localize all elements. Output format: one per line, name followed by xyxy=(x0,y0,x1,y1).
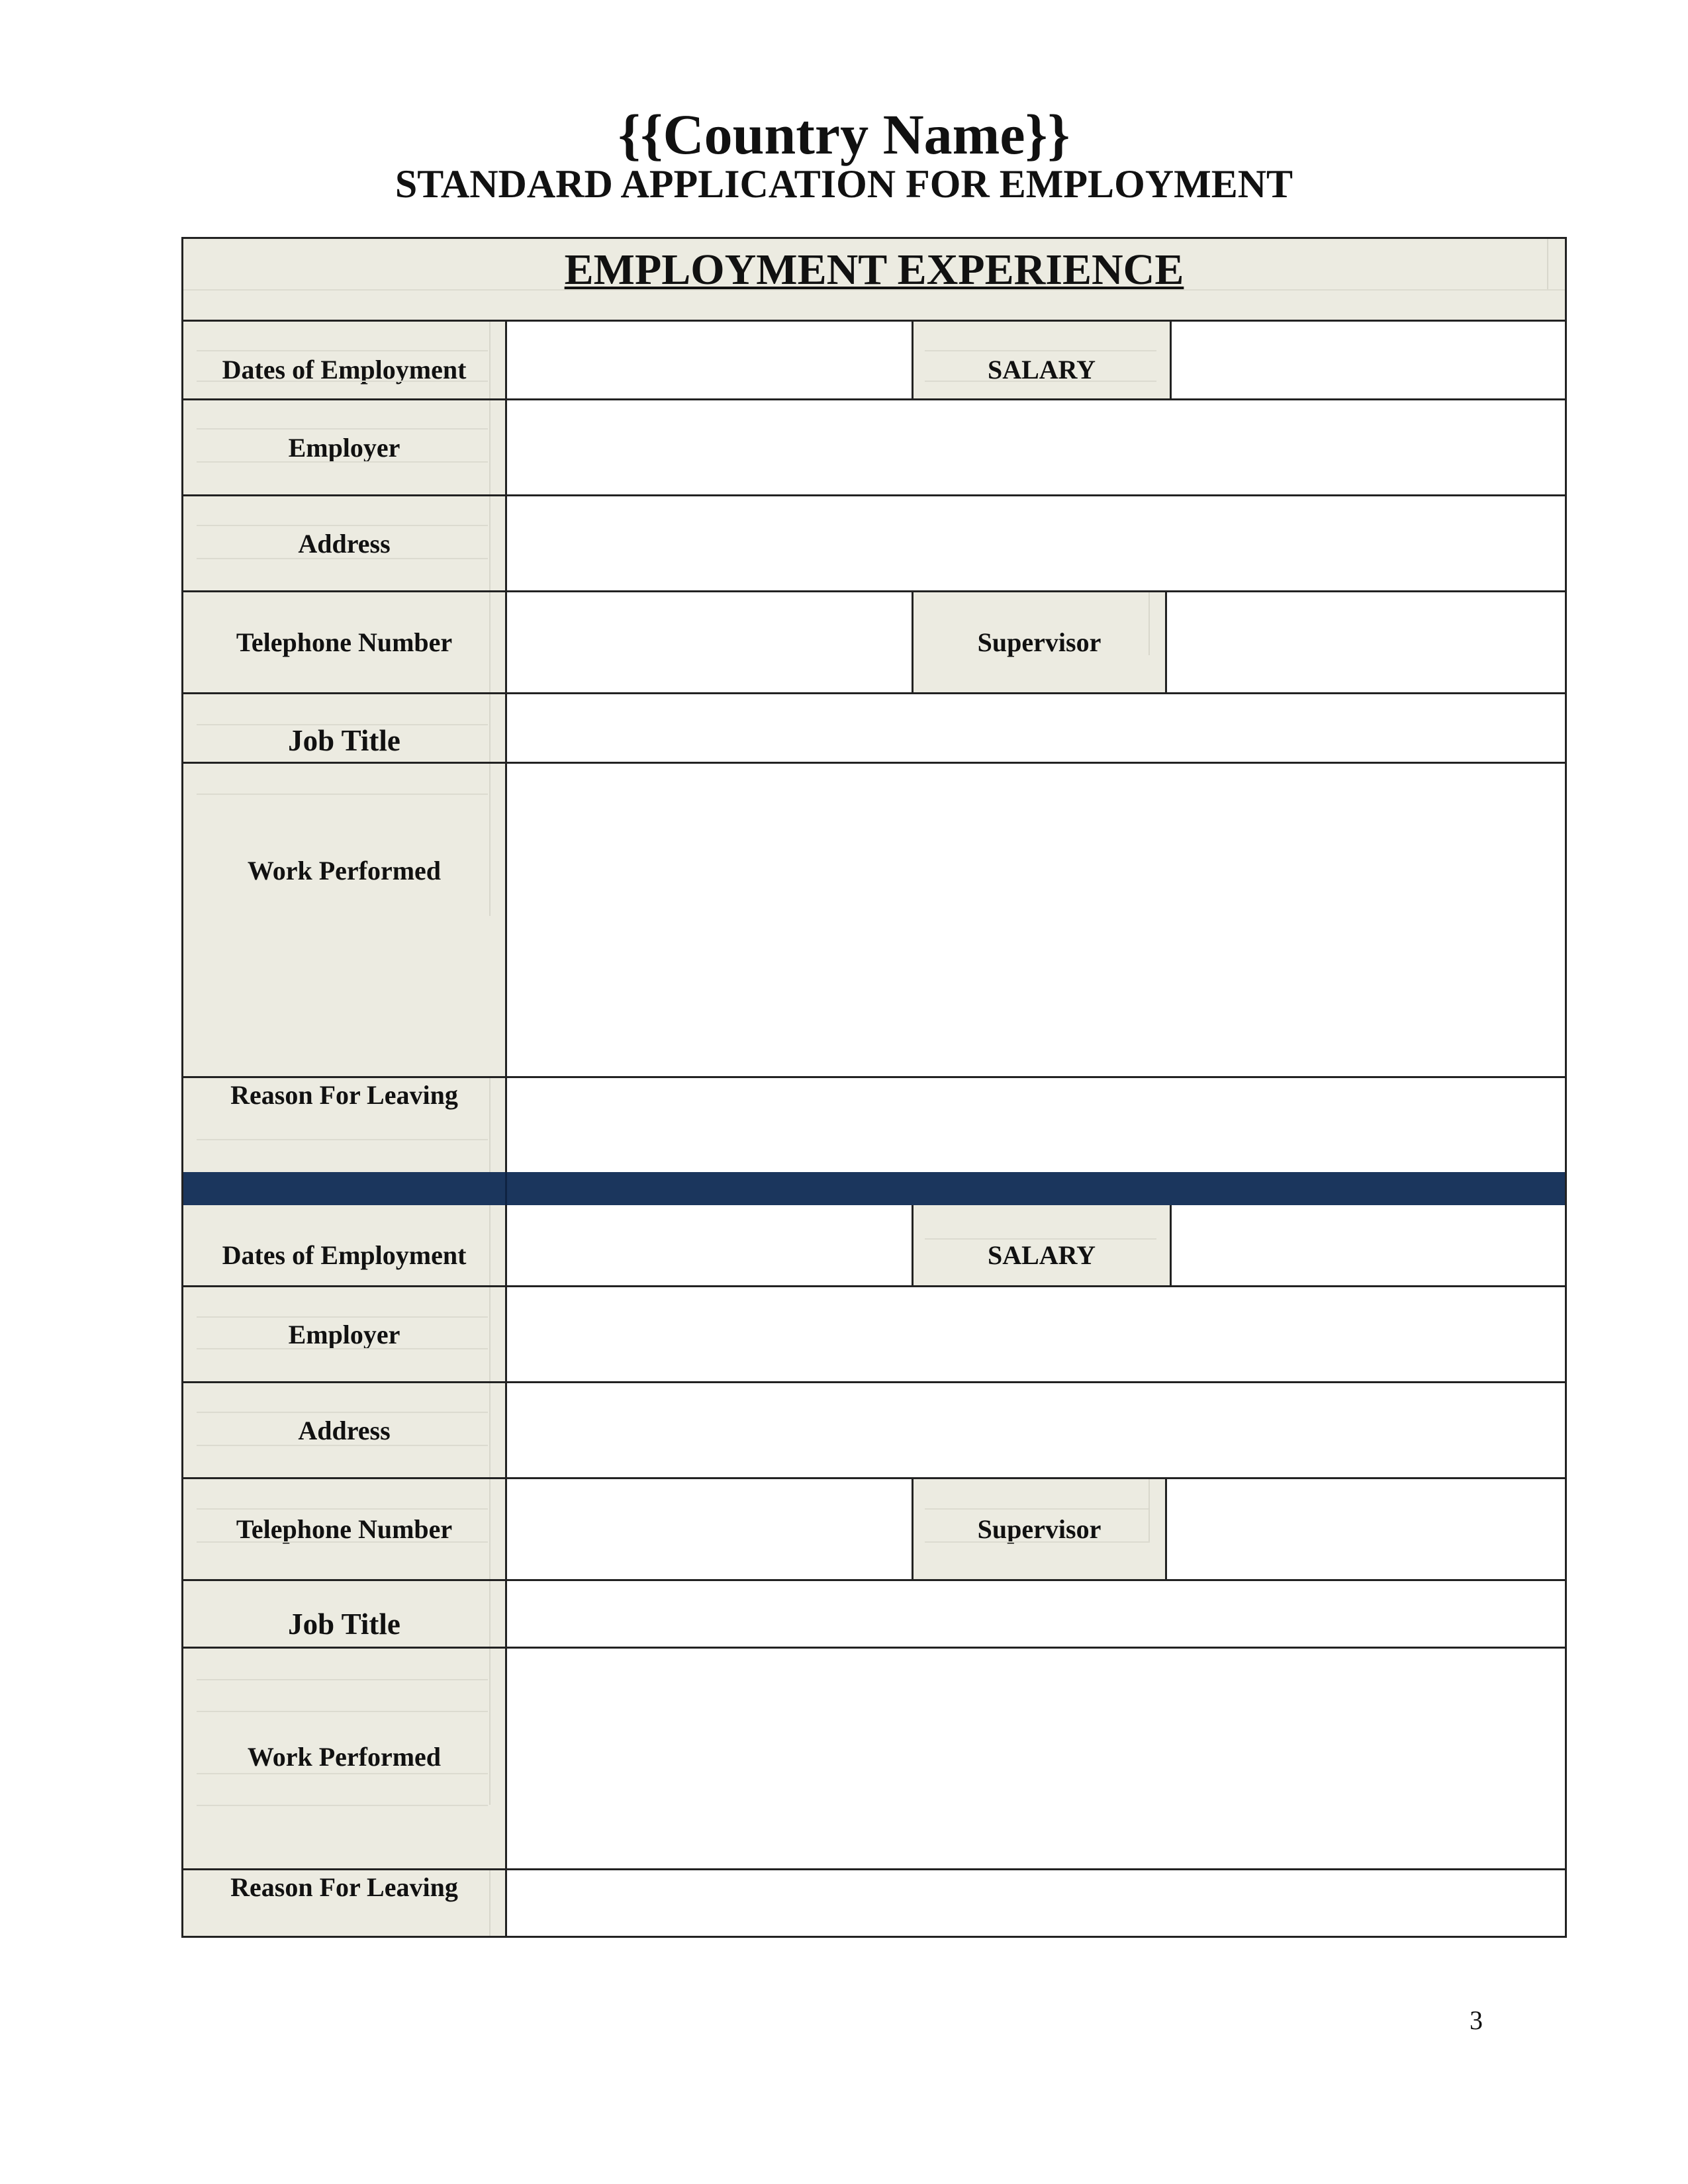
section-heading: EMPLOYMENT EXPERIENCE xyxy=(564,246,1184,294)
telephone-number-field[interactable] xyxy=(507,592,912,692)
telephone-number-label: Telephone Number xyxy=(183,1479,505,1579)
supervisor-label: Supervisor xyxy=(914,1479,1165,1579)
work-performed-label: Work Performed xyxy=(183,764,505,1076)
work-performed-label: Work Performed xyxy=(183,1649,505,1868)
address-label: Address xyxy=(183,1383,505,1477)
job-title-label: Job Title xyxy=(183,1581,505,1647)
address-field[interactable] xyxy=(507,496,1565,590)
reason-for-leaving-label: Reason For Leaving xyxy=(183,1870,505,1936)
address-field[interactable] xyxy=(507,1383,1565,1477)
dates-of-employment-field[interactable] xyxy=(507,322,912,398)
work-performed-field[interactable] xyxy=(507,764,1565,1076)
job-title-field[interactable] xyxy=(507,694,1565,762)
supervisor-field[interactable] xyxy=(1167,1479,1565,1579)
job-title-label: Job Title xyxy=(183,694,505,762)
employer-label: Employer xyxy=(183,1287,505,1381)
employment-form: EMPLOYMENT EXPERIENCE Dates of Employmen… xyxy=(181,237,1567,1938)
salary-label: SALARY xyxy=(914,322,1170,398)
section-header: EMPLOYMENT EXPERIENCE xyxy=(183,239,1565,320)
telephone-number-label: Telephone Number xyxy=(183,592,505,692)
reason-for-leaving-field[interactable] xyxy=(507,1870,1565,1936)
supervisor-field[interactable] xyxy=(1167,592,1565,692)
supervisor-label: Supervisor xyxy=(914,592,1165,692)
page-title: {{Country Name}} xyxy=(618,103,1070,166)
employer-field[interactable] xyxy=(507,1287,1565,1381)
entry-divider xyxy=(183,1172,1565,1205)
page-number: 3 xyxy=(1470,2005,1483,2035)
job-title-field[interactable] xyxy=(507,1581,1565,1647)
salary-field[interactable] xyxy=(1172,1205,1565,1285)
employer-label: Employer xyxy=(183,400,505,494)
salary-field[interactable] xyxy=(1172,322,1565,398)
dates-of-employment-label: Dates of Employment xyxy=(183,322,505,398)
telephone-number-field[interactable] xyxy=(507,1479,912,1579)
employer-field[interactable] xyxy=(507,400,1565,494)
salary-label: SALARY xyxy=(914,1205,1170,1285)
work-performed-field[interactable] xyxy=(507,1649,1565,1868)
reason-for-leaving-label: Reason For Leaving xyxy=(183,1078,505,1172)
dates-of-employment-field[interactable] xyxy=(507,1205,912,1285)
page-subtitle: STANDARD APPLICATION FOR EMPLOYMENT xyxy=(395,162,1293,206)
reason-for-leaving-field[interactable] xyxy=(507,1078,1565,1172)
dates-of-employment-label: Dates of Employment xyxy=(183,1205,505,1285)
address-label: Address xyxy=(183,496,505,590)
